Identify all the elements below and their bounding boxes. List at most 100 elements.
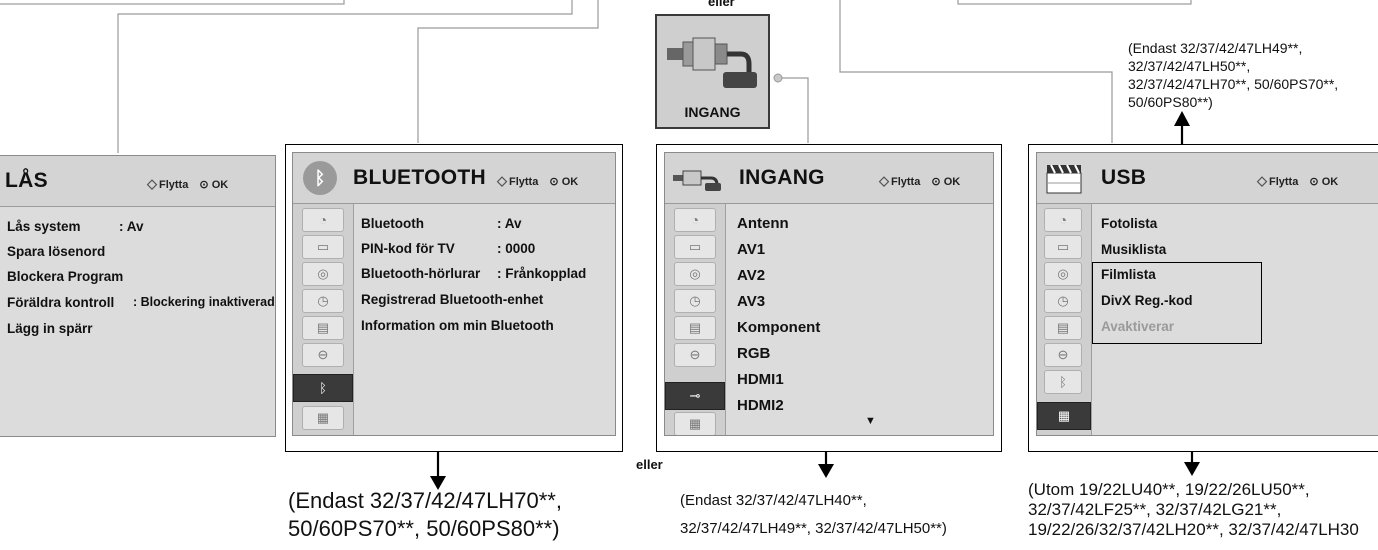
usb-item-movie-list[interactable]: Filmlista: [1101, 267, 1156, 282]
usb-header-clapper-icon: [1046, 164, 1082, 194]
eller-label-middle: eller: [636, 457, 663, 472]
sidebar-input-icon[interactable]: ⊸: [665, 382, 725, 410]
ingang-item-antenna[interactable]: Antenn: [737, 215, 789, 232]
ok-button-icon: ⊙: [549, 176, 559, 188]
bluetooth-item-my-info[interactable]: Information om min Bluetooth: [361, 318, 554, 333]
ingang-item-hdmi1[interactable]: HDMI1: [737, 371, 784, 388]
move-arrows-icon: ◇: [147, 176, 157, 191]
usb-sidebar: ◔ ▭ ◎ ◷ ▤ ⊖ ᛒ ▦: [1037, 204, 1092, 435]
las-menu-header: LÅS ◇Flytta ⊙ OK: [0, 156, 275, 207]
sidebar-time-icon[interactable]: ◷: [302, 289, 344, 313]
ingang-menu-title: INGANG: [739, 166, 825, 189]
usb-nav-hint: ◇Flytta ⊙ OK: [1257, 173, 1338, 189]
sidebar-option-icon[interactable]: ▤: [302, 316, 344, 340]
bluetooth-header-icon: ᛒ: [303, 161, 337, 195]
usb-item-photo-list[interactable]: Fotolista: [1101, 216, 1158, 231]
bluetooth-item-headset[interactable]: Bluetooth-hörlurar: [361, 266, 481, 281]
ok-button-icon: ⊙: [931, 176, 941, 188]
bluetooth-item-registered-device[interactable]: Registrerad Bluetooth-enhet: [361, 292, 544, 307]
ingang-nav-hint: ◇Flytta ⊙ OK: [879, 173, 960, 189]
las-nav-hint: ◇Flytta ⊙ OK: [147, 176, 228, 192]
move-arrows-icon: ◇: [1257, 173, 1267, 188]
ingang-sidebar: ◔ ▭ ◎ ◷ ▤ ⊖ ⊸ ▦: [665, 204, 726, 435]
las-item-save-password[interactable]: Spara lösenord: [7, 244, 106, 259]
ok-button-icon: ⊙: [199, 179, 209, 191]
sidebar-setup-icon[interactable]: ◔: [674, 208, 716, 232]
hint-ok-label: OK: [561, 176, 579, 188]
ingang-header-rca-icon: [673, 170, 721, 191]
bluetooth-value-headset: : Frånkopplad: [497, 266, 587, 281]
usb-model-note-bottom-line2: 32/37/42LF25**, 32/37/42LG21**,: [1028, 500, 1282, 519]
sidebar-time-icon[interactable]: ◷: [674, 289, 716, 313]
hint-move-label: Flytta: [1269, 176, 1299, 188]
usb-model-note-top-line1: (Endast 32/37/42/47LH49**,: [1128, 40, 1303, 56]
bluetooth-item-pin-code[interactable]: PIN-kod för TV: [361, 241, 455, 256]
sidebar-lock-icon[interactable]: ⊖: [674, 343, 716, 367]
sidebar-usb-icon[interactable]: ▦: [302, 406, 344, 430]
las-menu-title: LÅS: [5, 169, 48, 192]
las-item-block-program[interactable]: Blockera Program: [7, 269, 124, 284]
sidebar-setup-icon[interactable]: ◔: [1044, 208, 1082, 232]
las-item-parental-control[interactable]: Föräldra kontroll: [7, 295, 115, 310]
sidebar-setup-icon[interactable]: ◔: [302, 208, 344, 232]
ingang-item-rgb[interactable]: RGB: [737, 345, 771, 362]
ingang-item-av3[interactable]: AV3: [737, 293, 766, 310]
usb-item-divx-reg-code[interactable]: DivX Reg.-kod: [1101, 293, 1193, 308]
bluetooth-item-bluetooth[interactable]: Bluetooth: [361, 216, 424, 231]
scroll-down-icon[interactable]: ▼: [865, 415, 876, 427]
ingang-item-av1[interactable]: AV1: [737, 241, 766, 258]
move-arrows-icon: ◇: [497, 173, 507, 188]
las-value-lock-system: : Av: [119, 219, 144, 234]
bluetooth-nav-hint: ◇Flytta ⊙ OK: [497, 173, 578, 189]
sidebar-audio-icon[interactable]: ◎: [674, 262, 716, 286]
sidebar-audio-icon[interactable]: ◎: [1044, 262, 1082, 286]
bluetooth-menu-title: BLUETOOTH: [353, 166, 486, 189]
bluetooth-model-note-line1: (Endast 32/37/42/47LH70**,: [288, 488, 562, 513]
usb-item-music-list[interactable]: Musiklista: [1101, 242, 1167, 257]
usb-menu-title: USB: [1101, 166, 1147, 189]
ingang-model-note-line1: (Endast 32/37/42/47LH40**,: [680, 492, 867, 509]
hint-ok-label: OK: [211, 179, 229, 191]
eller-label-top: eller: [708, 0, 735, 9]
las-value-parental-control: : Blockering inaktiverad: [133, 295, 275, 309]
bluetooth-menu-header: ᛒ BLUETOOTH ◇Flytta ⊙ OK: [293, 153, 615, 204]
ingang-menu-header: INGANG ◇Flytta ⊙ OK: [665, 153, 993, 204]
move-arrows-icon: ◇: [879, 173, 889, 188]
usb-model-note-bottom-line1: (Utom 19/22LU40**, 19/22/26LU50**,: [1028, 480, 1310, 499]
sidebar-bluetooth-icon[interactable]: ᛒ: [293, 374, 353, 402]
sidebar-usb-icon[interactable]: ▦: [674, 412, 716, 435]
hint-ok-label: OK: [943, 176, 961, 188]
usb-model-note-top-line4: 50/60PS80**): [1128, 94, 1213, 110]
usb-menu: USB ◇Flytta ⊙ OK ◔ ▭ ◎ ◷ ▤ ⊖ ᛒ ▦ Fotolis…: [1036, 152, 1378, 436]
sidebar-option-icon[interactable]: ▤: [1044, 316, 1082, 340]
usb-model-note-top-line3: 32/37/42/47LH70**, 50/60PS70**,: [1128, 76, 1339, 92]
usb-divx-submenu-highlight: [1092, 262, 1262, 344]
bluetooth-value-pin-code: : 0000: [497, 241, 536, 256]
hint-move-label: Flytta: [891, 176, 921, 188]
usb-item-deactivate: Avaktiverar: [1101, 319, 1175, 334]
ingang-item-component[interactable]: Komponent: [737, 319, 821, 336]
las-item-lock-system[interactable]: Lås system: [7, 219, 81, 234]
ingang-item-hdmi2[interactable]: HDMI2: [737, 397, 784, 414]
sidebar-lock-icon[interactable]: ⊖: [302, 343, 344, 367]
las-menu: LÅS ◇Flytta ⊙ OK Lås system : Av Spara l…: [0, 155, 276, 437]
sidebar-picture-icon[interactable]: ▭: [1044, 235, 1082, 259]
sidebar-usb-icon[interactable]: ▦: [1037, 402, 1091, 430]
sidebar-picture-icon[interactable]: ▭: [302, 235, 344, 259]
sidebar-time-icon[interactable]: ◷: [1044, 289, 1082, 313]
ok-button-icon: ⊙: [1309, 176, 1319, 188]
sidebar-audio-icon[interactable]: ◎: [302, 262, 344, 286]
ingang-item-av2[interactable]: AV2: [737, 267, 766, 284]
rca-plug-icon: [667, 37, 757, 88]
sidebar-bluetooth-icon[interactable]: ᛒ: [1044, 370, 1082, 394]
sidebar-lock-icon[interactable]: ⊖: [1044, 343, 1082, 367]
las-item-input-lock[interactable]: Lägg in spärr: [7, 321, 93, 336]
ingang-model-note-line2: 32/37/42/47LH49**, 32/37/42/47LH50**): [680, 520, 947, 537]
ingang-menu: INGANG ◇Flytta ⊙ OK ◔ ▭ ◎ ◷ ▤ ⊖ ⊸ ▦ Ante…: [664, 152, 994, 436]
bluetooth-menu: ᛒ BLUETOOTH ◇Flytta ⊙ OK ◔ ▭ ◎ ◷ ▤ ⊖ ᛒ ▦…: [292, 152, 616, 436]
sidebar-option-icon[interactable]: ▤: [674, 316, 716, 340]
sidebar-picture-icon[interactable]: ▭: [674, 235, 716, 259]
hint-move-label: Flytta: [509, 176, 539, 188]
bluetooth-value-bluetooth: : Av: [497, 216, 522, 231]
usb-menu-header: USB ◇Flytta ⊙ OK: [1037, 153, 1378, 204]
